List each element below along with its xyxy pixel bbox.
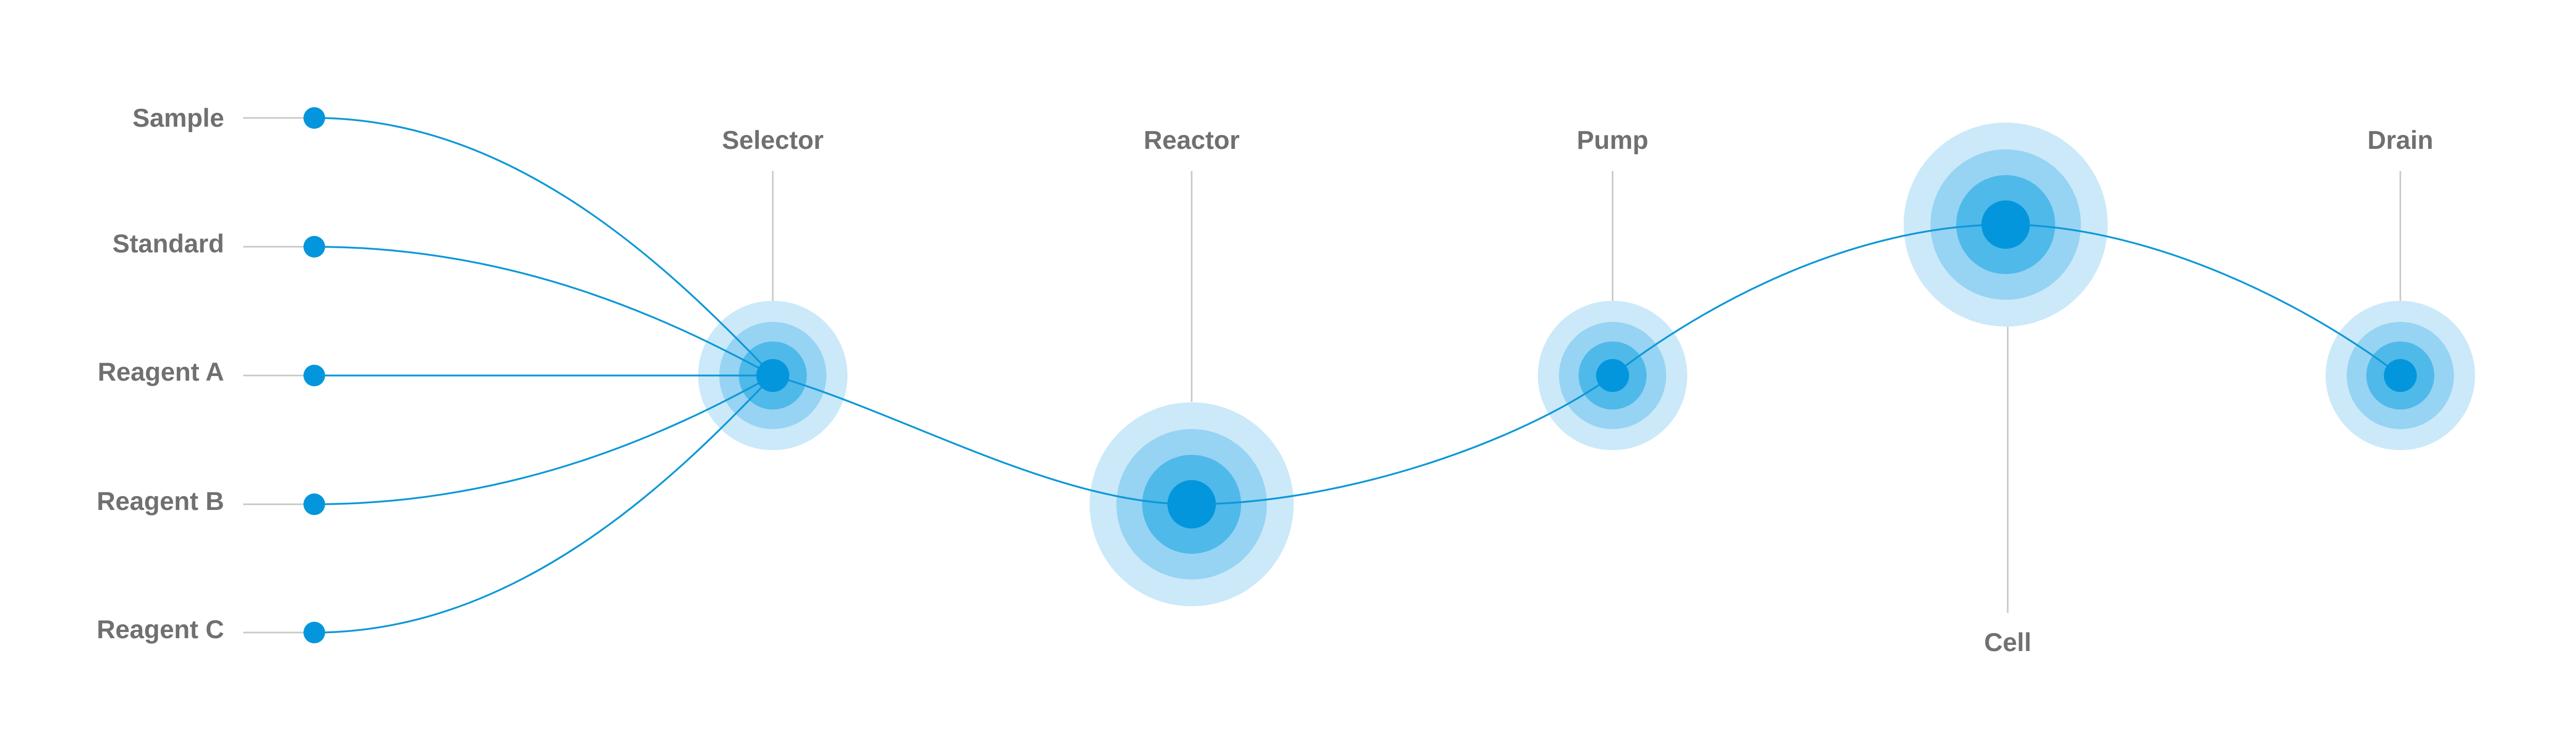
station-label-selector: Selector xyxy=(722,126,823,155)
flow-sample-to-selector xyxy=(314,117,774,377)
station-label-reactor: Reactor xyxy=(1144,126,1240,155)
input-node-reagent-c xyxy=(303,622,325,643)
station-core-reactor xyxy=(1167,480,1216,528)
input-reagent-a: Reagent A xyxy=(98,357,314,386)
input-reagent-c: Reagent C xyxy=(97,615,314,644)
flow-selector-to-reactor xyxy=(772,374,1192,505)
input-standard: Standard xyxy=(112,229,314,258)
flow-reactor-to-pump xyxy=(1191,374,1614,505)
station-core-cell xyxy=(1981,200,2030,249)
input-label-sample: Sample xyxy=(132,104,224,132)
flow-standard-to-selector xyxy=(314,246,773,377)
station-label-pump: Pump xyxy=(1577,126,1649,155)
input-sample: Sample xyxy=(132,104,314,132)
station-core-drain xyxy=(2384,359,2417,392)
input-node-reagent-a xyxy=(303,365,325,386)
input-label-standard: Standard xyxy=(112,229,224,258)
input-node-standard xyxy=(303,236,325,258)
station-label-drain: Drain xyxy=(2367,126,2433,155)
input-node-reagent-b xyxy=(303,493,325,515)
station-core-selector xyxy=(756,359,789,392)
input-label-reagent-b: Reagent B xyxy=(97,487,224,516)
input-label-reagent-a: Reagent A xyxy=(98,357,224,386)
station-label-cell: Cell xyxy=(1984,628,2031,657)
station-core-pump xyxy=(1596,359,1629,392)
flow-lines xyxy=(314,117,2401,634)
flow-cell-to-drain xyxy=(2005,224,2401,377)
input-reagent-b: Reagent B xyxy=(97,487,314,516)
input-label-reagent-c: Reagent C xyxy=(97,615,224,644)
flow-reagent-b-to-selector xyxy=(314,374,773,505)
flow-reagent-c-to-selector xyxy=(314,374,774,634)
flow-pump-to-cell xyxy=(1612,224,2006,377)
input-node-sample xyxy=(303,107,325,129)
